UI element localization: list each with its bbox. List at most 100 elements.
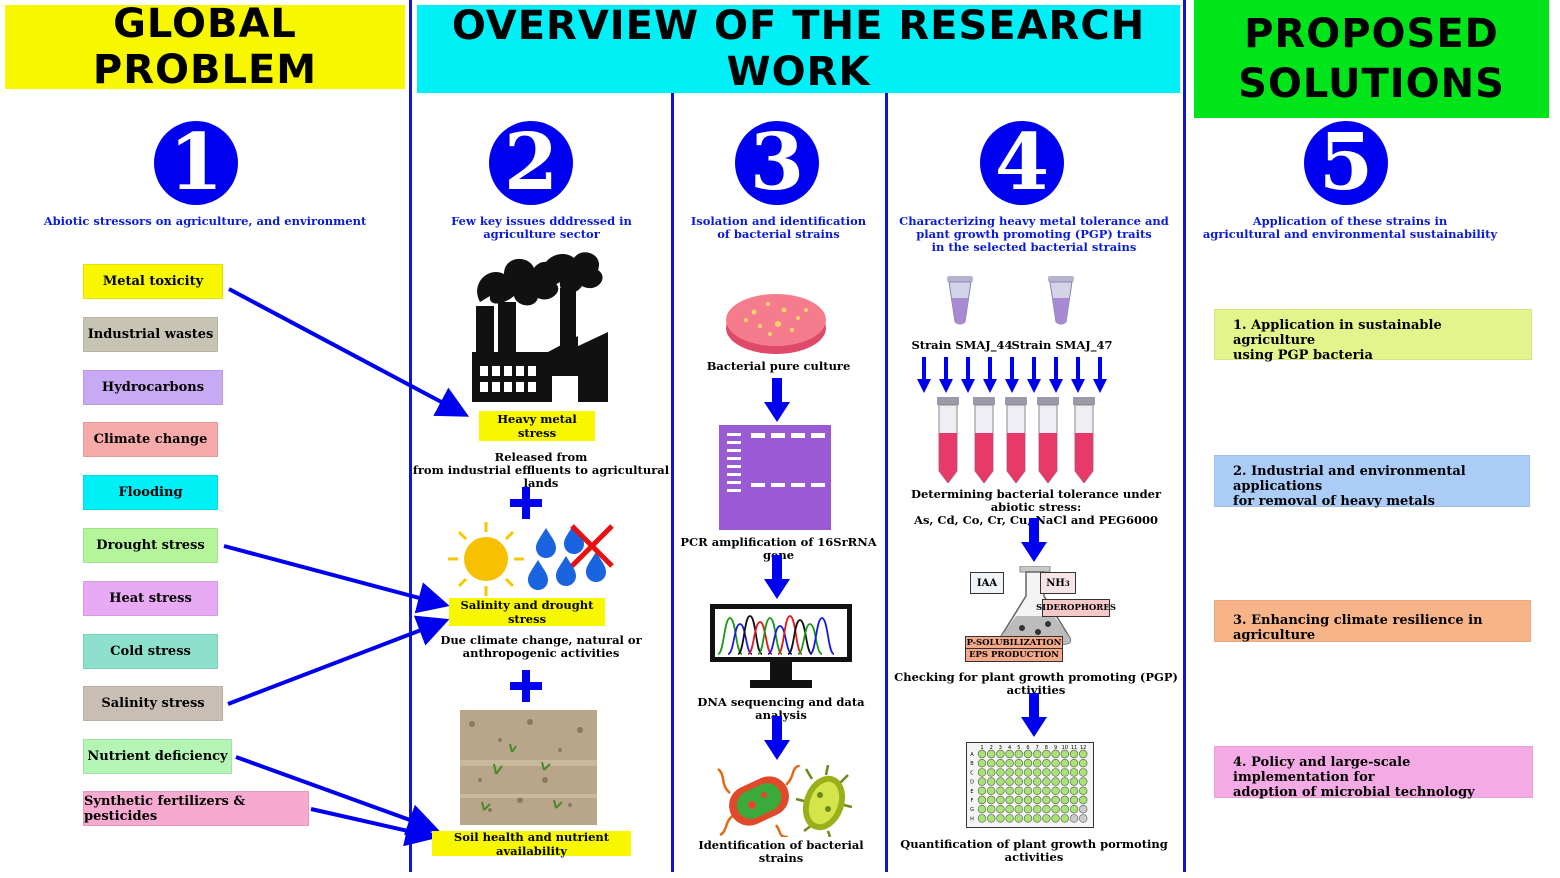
- plate-well: [1069, 804, 1079, 814]
- plate-well: [996, 814, 1005, 823]
- plate-well: [1005, 749, 1014, 759]
- plate-well: [1060, 768, 1070, 777]
- step-caption-1: Abiotic stressors on agriculture, and en…: [43, 214, 367, 228]
- plate-well: [987, 777, 996, 786]
- solution-1: 1. Application in sustainable agricultur…: [1214, 309, 1532, 363]
- dna-label: DNA sequencing and data analysis: [697, 695, 865, 722]
- plate-well: [1005, 814, 1014, 823]
- plate-row-label: A: [970, 752, 974, 758]
- sun-water-icon: [448, 522, 614, 596]
- factory-icon: [472, 252, 608, 402]
- plate-well: [1042, 759, 1051, 768]
- divider-4: [1183, 0, 1186, 872]
- plate-row-label: E: [970, 789, 973, 795]
- plate-well: [1069, 749, 1079, 759]
- plate-well: [1032, 795, 1042, 805]
- plate-well: [1042, 814, 1051, 823]
- plate-well: [1051, 814, 1060, 823]
- stressor-drought-stress: Drought stress: [83, 528, 218, 563]
- pgp-eps-production-label: EPS PRODUCTION: [965, 648, 1063, 662]
- plate-well: [977, 804, 987, 814]
- plate-well: [1069, 795, 1079, 805]
- plate-well: [1005, 786, 1014, 795]
- stressor-synthetic-fertilizers: Synthetic fertilizers & pesticides: [83, 791, 309, 826]
- plate-well: [996, 749, 1005, 759]
- header-overview: OVERVIEW OF THE RESEARCH WORK: [417, 3, 1180, 95]
- plate-well: [996, 795, 1005, 805]
- plate-well: [1078, 795, 1088, 805]
- plate-well: [1051, 804, 1060, 814]
- nh3-text: NH: [1046, 577, 1065, 589]
- plate-row-label: B: [970, 761, 974, 767]
- solution-4: 4. Policy and large-scale implementation…: [1214, 746, 1533, 800]
- down-arrows-row: [917, 357, 1107, 393]
- arrow-nutrient-to-soil: [235, 755, 440, 835]
- plate-well: [996, 768, 1005, 777]
- step-number-4: 4: [980, 121, 1064, 205]
- checking-label: Checking for plant growth promoting (PGP…: [894, 670, 1178, 697]
- petri-dish-icon: [726, 294, 826, 354]
- issue-soil-health: Soil health and nutrient availability: [432, 830, 631, 858]
- plate-col-label: 2: [990, 745, 993, 751]
- plate-row-label: D: [970, 780, 974, 786]
- plate-well: [1069, 814, 1079, 823]
- culture-label: Bacterial pure culture: [706, 359, 851, 373]
- strain-label-a: Strain SMAJ_44: [911, 338, 1013, 352]
- plate-col-label: 7: [1036, 745, 1039, 751]
- plate-well: [1060, 795, 1070, 805]
- plate-well: [1005, 804, 1014, 814]
- eppendorf-tube-a: [947, 276, 973, 325]
- quantification-label: Quantification of plant growth pormoting…: [900, 837, 1168, 864]
- plate-well: [1023, 814, 1033, 823]
- down-arrow-3b: [764, 555, 790, 599]
- plate-row-label: H: [970, 816, 974, 822]
- plate-well: [1051, 786, 1060, 795]
- stressor-hydrocarbons: Hydrocarbons: [83, 370, 223, 405]
- plate-well: [1042, 786, 1051, 795]
- plate-well: [977, 814, 987, 823]
- eppendorf-tube-b: [1048, 276, 1074, 325]
- plate-well: [1069, 759, 1079, 768]
- tolerance-label: Determining bacterial tolerance under ab…: [910, 487, 1162, 527]
- plate-well: [1005, 795, 1014, 805]
- header-proposed-solutions: PROPOSED SOLUTIONS: [1194, 0, 1549, 118]
- pgp-iaa-label: IAA: [970, 572, 1004, 594]
- plate-well: [1060, 749, 1070, 759]
- plate-well: [1042, 749, 1051, 759]
- pgp-siderophores-label: SIDEROPHORES: [1036, 599, 1116, 617]
- plate-well: [1023, 759, 1033, 768]
- plate-well: [1023, 777, 1033, 786]
- plate-well: [1051, 777, 1060, 786]
- plate-well: [987, 786, 996, 795]
- plate-well: [1032, 759, 1042, 768]
- step-number-3: 3: [735, 121, 819, 205]
- plate-col-label: 8: [1045, 745, 1048, 751]
- plate-col-label: 9: [1054, 745, 1057, 751]
- plate-well: [1023, 786, 1033, 795]
- stressor-salinity-stress: Salinity stress: [83, 686, 223, 721]
- plate-col-label: 6: [1026, 745, 1029, 751]
- plate-well: [987, 814, 996, 823]
- plate-well: [1051, 768, 1060, 777]
- solution-2: 2. Industrial and environmental applicat…: [1214, 455, 1530, 509]
- strain-label-b: Strain SMAJ_47: [1011, 338, 1113, 352]
- plate-row-label: C: [970, 770, 974, 776]
- plate-well: [1023, 804, 1033, 814]
- dna-sequencing-monitor-icon: [710, 604, 852, 688]
- step-caption-2: Few key issues dddressed in agriculture …: [451, 214, 632, 241]
- bacteria-icon: [717, 765, 852, 837]
- plate-well: [977, 749, 987, 759]
- stressor-cold-stress: Cold stress: [83, 634, 218, 669]
- gel-electrophoresis-icon: [719, 425, 831, 530]
- plate-well: [1051, 749, 1060, 759]
- step-caption-5: Application of these strains in agricult…: [1202, 214, 1498, 241]
- arrow-salinity-to-salinity: [227, 615, 450, 706]
- plate-well: [1032, 749, 1042, 759]
- plate-well: [1078, 814, 1088, 823]
- divider-1: [409, 0, 412, 872]
- plate-well: [1069, 777, 1079, 786]
- plate-well: [1078, 777, 1088, 786]
- nh3-subscript: 3: [1064, 578, 1070, 588]
